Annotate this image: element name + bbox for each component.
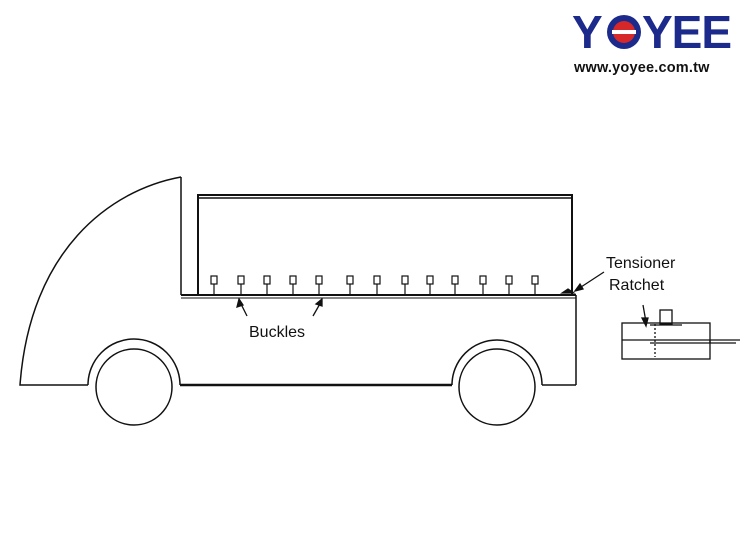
ratchet-detail-icon — [621, 309, 740, 360]
front-wheel — [95, 348, 173, 426]
buckle — [237, 275, 245, 295]
cargo-box — [197, 194, 573, 296]
ratchet-label: Ratchet — [609, 277, 665, 294]
logo-emblem-icon — [607, 15, 641, 49]
arrows — [236, 271, 649, 328]
tensioner-arrow-head — [573, 282, 585, 293]
tensioner-mark — [560, 288, 576, 294]
buckle — [289, 275, 297, 295]
buckles-label: Buckles — [249, 324, 305, 341]
tensioner-arrow — [577, 271, 605, 290]
buckle — [426, 275, 434, 295]
buckle — [505, 275, 513, 295]
buckle — [346, 275, 354, 295]
buckle — [479, 275, 487, 295]
buckle — [210, 275, 218, 295]
logo-wordmark-y1: Y — [572, 8, 602, 54]
brand-logo: Y YEE www.yoyee.com.tw — [572, 8, 744, 76]
buckle — [263, 275, 271, 295]
front-wheel-arch — [87, 338, 181, 386]
logo-wordmark-rest: YEE — [642, 8, 731, 54]
ratchet-arrow-head — [640, 317, 649, 328]
buckle — [373, 275, 381, 295]
yoyee-logo-icon: Y YEE — [572, 8, 732, 54]
rear-wheel — [458, 348, 536, 426]
buckle — [401, 275, 409, 295]
buckles-arrow-1-head — [236, 297, 245, 308]
buckles-arrow-2-head — [314, 297, 323, 307]
buckle — [315, 275, 323, 295]
cab-outline — [19, 176, 182, 386]
buckles-row — [210, 275, 576, 295]
rear-wheel-arch — [451, 339, 543, 386]
logo-url: www.yoyee.com.tw — [574, 60, 710, 76]
tensioner-label: Tensioner — [606, 255, 676, 272]
buckle — [531, 275, 539, 295]
buckle — [451, 275, 459, 295]
